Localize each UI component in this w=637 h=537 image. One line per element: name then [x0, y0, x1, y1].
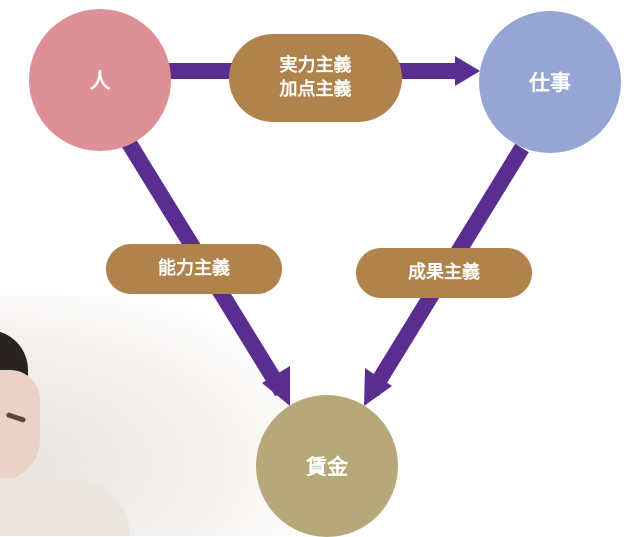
arrowhead-work	[455, 56, 480, 86]
woman-face	[0, 370, 40, 480]
label-work-to-wage: 成果主義	[356, 248, 532, 298]
label-additive-system: 加点主義	[279, 79, 352, 100]
node-person-label: 人	[89, 69, 111, 93]
node-wage: 賃金	[256, 395, 398, 537]
label-person-to-wage: 能力主義	[106, 244, 282, 294]
arrowhead-wage-left	[262, 366, 290, 406]
node-person: 人	[29, 9, 171, 151]
node-work: 仕事	[479, 11, 621, 153]
arrowhead-wage-right	[364, 368, 392, 406]
node-wage-label: 賃金	[306, 455, 348, 479]
label-person-to-work: 実力主義 加点主義	[229, 34, 402, 122]
label-merit-system: 実力主義	[279, 55, 352, 76]
label-ability-system: 能力主義	[158, 258, 230, 279]
node-work-label: 仕事	[529, 71, 571, 95]
label-performance-system: 成果主義	[408, 262, 480, 283]
